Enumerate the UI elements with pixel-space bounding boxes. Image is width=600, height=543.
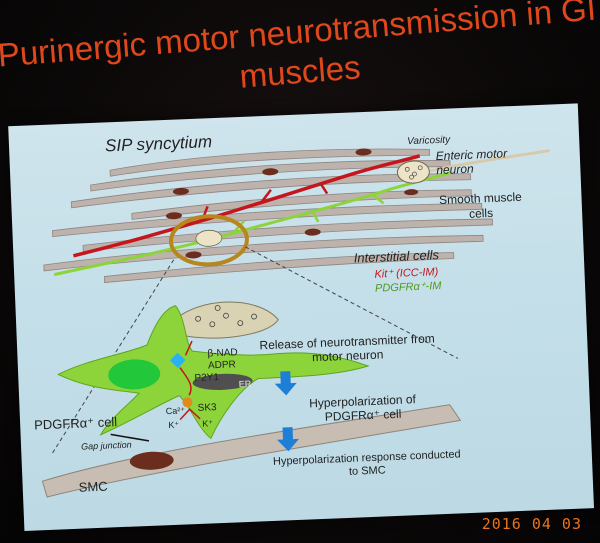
highlight-circle xyxy=(168,214,249,267)
gap-junction-label: Gap junction xyxy=(80,439,132,452)
er-organelle xyxy=(192,373,253,390)
slide-title: Purinergic motor neurotransmission in GI… xyxy=(0,0,600,115)
adpr-label: ADPR xyxy=(207,359,236,372)
date-stamp: 2016 04 03 xyxy=(481,515,582,533)
er-label: ER xyxy=(238,378,252,390)
k-label: K⁺ xyxy=(168,419,180,431)
pdgfr-cell-label: PDGFRα⁺ cell xyxy=(33,414,118,433)
pdgfr-network xyxy=(53,171,451,277)
ca-label: Ca²⁺ xyxy=(165,405,186,417)
diagram-drawing xyxy=(41,148,550,498)
enteric-neuron-label: Enteric motor neuron xyxy=(435,146,508,178)
smc-nucleus xyxy=(129,451,174,470)
sip-label: SIP syncytium xyxy=(104,132,213,156)
varicosity-label: Varicosity xyxy=(406,134,451,148)
p2y1-receptor xyxy=(169,352,186,369)
smc-label: SMC xyxy=(78,478,108,495)
pdgfr-nucleus xyxy=(108,359,161,390)
kit-label: Kit⁺ (ICC-IM) xyxy=(374,266,439,281)
bnad-label: β-NAD xyxy=(207,347,238,360)
p2y1-label: P2Y1 xyxy=(194,372,220,385)
smooth-muscle-label: Smooth muscle cells xyxy=(438,189,523,221)
smooth-muscle-nuclei xyxy=(165,148,419,259)
motor-neuron-varicosity xyxy=(165,301,279,339)
diagram-slide: SIP syncytium Varicosity Enteric motor n… xyxy=(8,103,594,531)
icc-network xyxy=(73,154,421,258)
signal-arrows xyxy=(274,371,299,452)
smooth-muscle-strands xyxy=(43,148,493,283)
pdgfr-cell-body xyxy=(57,305,370,440)
pdgfr-im-label: PDGFRα⁺-IM xyxy=(374,280,442,295)
sk3-label: SK3 xyxy=(197,402,217,414)
sk3-channel xyxy=(182,397,193,408)
k-out-label: K⁺ xyxy=(202,418,214,429)
